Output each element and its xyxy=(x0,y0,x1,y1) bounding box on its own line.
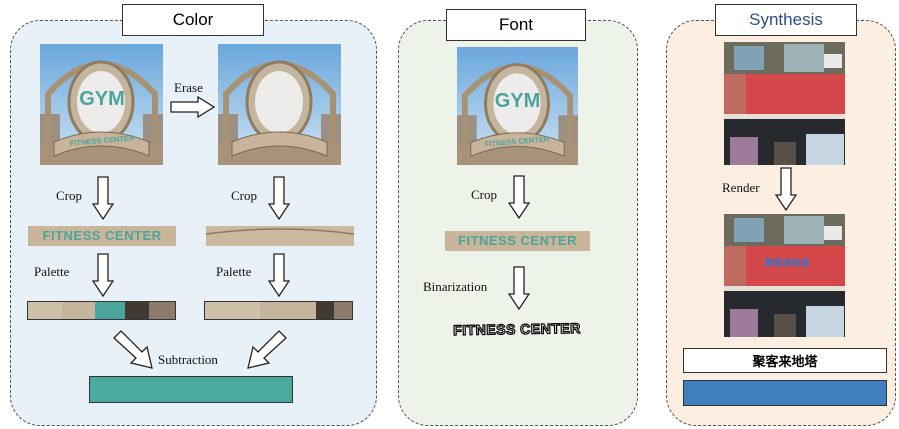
cropped-text: FITNESS CENTER xyxy=(458,233,577,248)
gym-sign-photo-font: GYM FITNESS CENTER xyxy=(457,47,578,165)
render-label: Render xyxy=(722,180,760,195)
synthesis-color-swatch xyxy=(683,380,887,406)
synthesis-panel-title: Synthesis xyxy=(715,4,857,36)
color-panel-title: Color xyxy=(122,4,264,36)
gym-big-text: GYM xyxy=(79,88,125,110)
rendered-text: 聚客来地塔 xyxy=(764,259,810,269)
palette-with-text xyxy=(27,301,176,320)
storefront-photo xyxy=(724,42,845,165)
gym-big-text: GYM xyxy=(494,90,541,112)
subtraction-label: Subtraction xyxy=(158,352,218,367)
cropped-text: FITNESS CENTER xyxy=(42,228,162,243)
palette-label-right: Palette xyxy=(216,264,252,279)
crop-label-right: Crop xyxy=(231,188,257,203)
down-arrow-icon xyxy=(92,176,114,220)
cropped-background-strip xyxy=(206,226,354,246)
gym-sign-photo-erased xyxy=(218,44,341,165)
down-arrow-icon xyxy=(92,253,114,297)
erase-arrow-icon xyxy=(170,96,216,118)
down-arrow-icon xyxy=(508,175,530,219)
binarized-text: FITNESS CENTER xyxy=(452,319,581,339)
down-arrow-icon xyxy=(268,176,290,220)
cropped-text-strip-font: FITNESS CENTER xyxy=(445,231,590,251)
synthesis-text-box: 聚客来地塔 xyxy=(683,348,887,373)
diagonal-arrow-left-icon xyxy=(240,330,288,370)
down-arrow-icon xyxy=(775,167,797,211)
font-panel-title: Font xyxy=(446,9,586,41)
extracted-text-color-swatch xyxy=(89,376,293,403)
crop-label-left: Crop xyxy=(56,188,82,203)
diagonal-arrow-right-icon xyxy=(112,330,160,370)
down-arrow-icon xyxy=(508,266,530,310)
gym-sign-photo-original: GYM FITNESS CENTER xyxy=(40,44,163,165)
palette-background xyxy=(204,301,353,320)
synthesis-text: 聚客来地塔 xyxy=(752,355,818,370)
cropped-text-strip: FITNESS CENTER xyxy=(28,226,176,246)
down-arrow-icon xyxy=(268,253,290,297)
crop-label-font: Crop xyxy=(471,187,497,202)
storefront-photo-rendered: 聚客来地塔 xyxy=(724,214,845,337)
erase-label: Erase xyxy=(174,80,203,95)
palette-label-left: Palette xyxy=(34,264,70,279)
binarization-label: Binarization xyxy=(423,279,488,294)
